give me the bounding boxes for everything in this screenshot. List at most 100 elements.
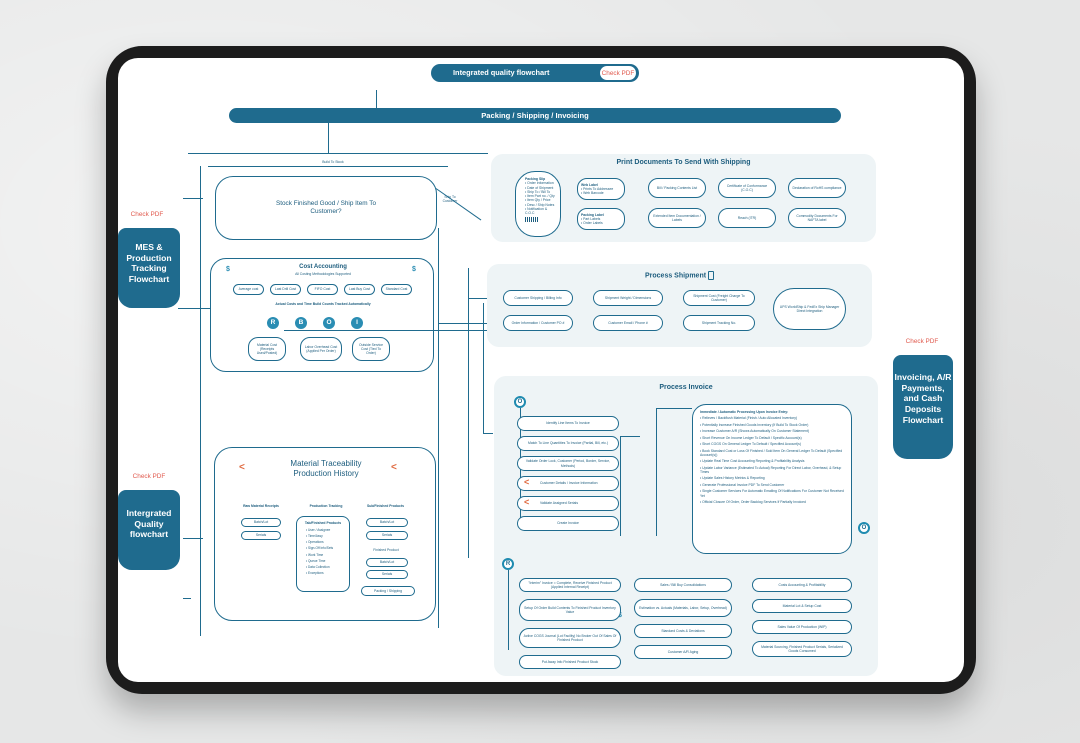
- auto-item: • Update Labor Variance (Estimated To Ac…: [700, 465, 842, 474]
- auto-item: • Relieves / Backflush Material (Finish …: [700, 416, 798, 421]
- slip-item: • Ship To / Bill To: [525, 189, 551, 194]
- document-box: Certificate of Conformance (C.O.C): [718, 178, 776, 198]
- auto-item: • Increase Customer A/R (Shows Automatic…: [700, 429, 809, 434]
- mes-tab[interactable]: MES & Production Tracking Flowchart: [118, 228, 180, 308]
- mes-check-pdf[interactable]: Check PDF: [118, 205, 176, 225]
- connector: [620, 436, 621, 536]
- cost-type-box: Labor Overhead Cost (Applied Per Order): [300, 337, 342, 361]
- report-box: "Interim" Invoice = Complete, Receive Fi…: [519, 578, 621, 592]
- actual-costs-note: Actual Costs and Time Build Counts Track…: [275, 302, 371, 306]
- stock-decision-text: Stock Finished Good / Ship Item To Custo…: [275, 200, 377, 215]
- cost-accounting-panel: [210, 258, 434, 372]
- rboi-circle: R: [267, 317, 279, 329]
- packing-label-item: • Order Labels: [581, 221, 603, 226]
- auto-processing-box: Immediate / Automatic Processing Upon In…: [692, 404, 852, 554]
- phone-icon: [708, 271, 715, 280]
- report-box: Put Away Info Finished Product Stock: [519, 655, 621, 669]
- packing-label-item: • Part Labels: [581, 216, 601, 221]
- prod-item: • Sign-Off Info/Sets: [306, 546, 334, 551]
- web-label-box: Web Label• Prints To Addressee• Web Barc…: [577, 178, 625, 200]
- auto-item: • Book Standard Cost or Loss Of Finished…: [700, 448, 843, 457]
- dollar-icon: $: [412, 266, 416, 273]
- connector: [438, 323, 498, 324]
- auto-item: • Official Closure Of Order, Order Backl…: [700, 500, 806, 504]
- web-item: • Prints To Addressee: [581, 186, 614, 191]
- iqf-check-pdf[interactable]: Check PDF: [120, 467, 178, 487]
- connector: [284, 330, 504, 331]
- stock-decision-box: Stock Finished Good / Ship Item To Custo…: [215, 176, 437, 240]
- prod-item: • Data Collection: [306, 564, 330, 569]
- invoice-step-box: Customer Details / Invoice Information: [517, 476, 619, 491]
- cost-accounting-title: Cost Accounting: [299, 264, 347, 270]
- barcode-icon: [525, 217, 539, 223]
- report-box: Estimation vs. Actuals (Materials, Labor…: [634, 599, 732, 617]
- invoice-step-box: Create Invoice: [517, 516, 619, 531]
- raw-item-box: Batch/Lot: [241, 518, 281, 527]
- cost-accounting-subtitle: All Costing Methodologies Supported: [295, 272, 351, 276]
- share-icon: <: [524, 477, 530, 487]
- connector: [183, 198, 203, 199]
- iqf-tab[interactable]: Intergrated Quality flowchart: [118, 490, 180, 570]
- finished-product-label: Finished Product: [373, 548, 399, 552]
- auto-item: • Potentially Increase Finished Goods In…: [700, 422, 809, 427]
- shipment-box: Shipment Tracking No.: [683, 315, 755, 331]
- packing-shipping-box: Packing / Shipping: [361, 586, 415, 596]
- col-prod-title: Production Tracking: [309, 504, 343, 508]
- connector: [656, 408, 657, 536]
- auto-item: • Update Real Time Cost Accounting Repor…: [700, 459, 805, 464]
- header-check-pdf[interactable]: Check PDF: [599, 65, 637, 81]
- shipment-box: Customer Shipping / Billing Info: [503, 290, 573, 306]
- connector: [200, 166, 201, 636]
- document-box: Declaration of RoHS compliance: [788, 178, 846, 198]
- process-shipment-title: Process Shipment: [487, 271, 872, 280]
- prod-items: • User / Assignee• Time/Assy• Operations…: [300, 527, 346, 576]
- invoicing-tab[interactable]: Invoicing, A/R Payments, and Cash Deposi…: [893, 355, 953, 459]
- header-title-pill: Integrated quality flowchart: [431, 64, 639, 82]
- rboi-circle: O: [323, 317, 335, 329]
- slip-item: • Item Part no. / Qty: [525, 194, 555, 198]
- document-box: Reach (ITR): [718, 208, 776, 228]
- prod-title: Tab/Finished Products: [304, 521, 342, 525]
- invoice-step-box: Validate Assigned Serials: [517, 496, 619, 511]
- connector: [483, 433, 493, 434]
- document-box: Extended Item Documentation / Labels: [648, 208, 706, 228]
- invoicing-check-pdf[interactable]: Check PDF: [893, 332, 951, 352]
- shipment-box: Shipment Weight / Dimensions: [593, 290, 663, 306]
- report-box: Material Sourcing, Finished Product Seri…: [752, 641, 852, 657]
- auto-items: • Relieves / Backflush Material (Finish …: [700, 416, 844, 504]
- connector: [468, 298, 498, 299]
- slip-item: • Desc / Ship Notes: [525, 202, 555, 207]
- packing-slip-box: Packing Slip • Order Information• Date o…: [515, 171, 561, 237]
- dollar-icon: $: [618, 612, 622, 619]
- prod-item: • Exceptions: [306, 570, 324, 575]
- share-icon: <: [239, 462, 245, 473]
- connector: [376, 90, 377, 108]
- document-box: Bill / Packing Contents List: [648, 178, 706, 198]
- slip-item: • Order Information: [525, 181, 554, 186]
- connector: [656, 408, 692, 409]
- web-items: • Prints To Addressee• Web Barcode: [581, 187, 613, 196]
- o-circle-right: O: [858, 522, 870, 534]
- connector: [620, 436, 640, 437]
- invoice-step-box: Match To Line Quantities To Invoice (Par…: [517, 436, 619, 451]
- report-box: Material Lot & Setup Cost: [752, 599, 852, 613]
- pl-items: • Part Labels• Order Labels: [581, 217, 604, 226]
- connector: [438, 228, 439, 628]
- connector: [208, 166, 448, 167]
- fin-item-box: Batch/Lot: [366, 518, 408, 527]
- prod-item: • User / Assignee: [306, 528, 331, 533]
- packing-label-title: Packing Label: [581, 212, 604, 217]
- cost-method-box: Standard Cost: [381, 284, 412, 295]
- connector: [468, 268, 469, 558]
- document-box: Commodity Documents For NAFTA label: [788, 208, 846, 228]
- web-item: • Web Barcode: [581, 191, 604, 196]
- prod-item: • Time/Assy: [306, 534, 323, 539]
- share-icon: <: [391, 462, 397, 473]
- connector: [183, 598, 191, 599]
- col-fin-title: Sub/Finished Products: [367, 504, 404, 508]
- slip-items: • Order Information• Date of Shipment• S…: [525, 181, 557, 215]
- slip-item: • Item Qty / Price: [525, 198, 551, 203]
- share-icon: <: [524, 497, 530, 507]
- cost-method-box: Average cost: [233, 284, 264, 295]
- prod-item: • Operations: [306, 540, 324, 545]
